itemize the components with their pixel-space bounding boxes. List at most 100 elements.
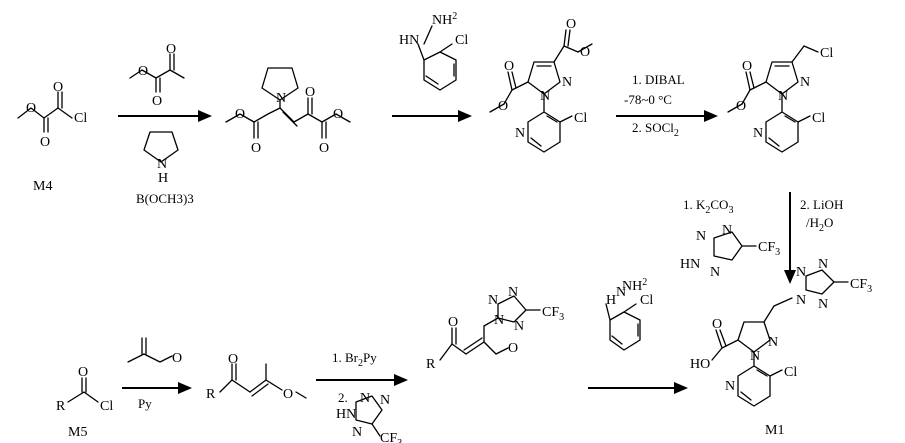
atom-n: N xyxy=(515,126,525,141)
compound-m4: O O O Cl xyxy=(17,80,87,150)
atom-n: N xyxy=(562,75,572,90)
atom-cl: Cl xyxy=(574,111,587,126)
reagent-methoxypropene: O xyxy=(127,337,182,366)
reagent-pyrrolidine: N H xyxy=(143,131,179,186)
atom-n: N xyxy=(380,393,390,408)
atom-r: R xyxy=(426,357,436,372)
atom-n: N xyxy=(710,265,720,280)
compound-enone: R O O xyxy=(206,352,307,402)
atom-o: O xyxy=(566,17,576,32)
compound-m5: R O Cl xyxy=(56,365,113,414)
atom-o: O xyxy=(228,352,238,367)
atom-n: N xyxy=(796,293,806,308)
compound-enamine-diester: N O O O O O xyxy=(225,67,351,156)
atom-o: O xyxy=(235,107,245,122)
atom-n: N xyxy=(722,223,732,238)
atom-n: N xyxy=(778,89,788,104)
atom-n: N xyxy=(796,265,806,280)
reagent-chlorophenylhydrazine: H N NH2 Cl xyxy=(605,277,653,351)
atom-cl: Cl xyxy=(784,365,797,380)
atom-hn: HN xyxy=(336,407,356,422)
atom-h: H xyxy=(606,293,616,308)
reagent-socl2: 2. SOCl2 xyxy=(632,120,679,139)
atom-cl: Cl xyxy=(812,111,825,126)
reagent-water: /H2O xyxy=(806,215,833,234)
atom-o: O xyxy=(742,59,752,74)
atom-r: R xyxy=(56,399,66,414)
atom-n: N xyxy=(352,425,362,440)
compound-pyrazole-diester: N N O O O O N Cl xyxy=(489,17,593,153)
atom-h: H xyxy=(158,171,168,186)
reagent-dibal: 1. DIBAL xyxy=(632,72,685,87)
reagent-borate: B(OCH3)3 xyxy=(136,191,194,206)
atom-n: N xyxy=(508,285,518,300)
atom-n: N xyxy=(540,89,550,104)
reagent-chlorophenylhydrazine: HN NH2 Cl xyxy=(399,11,468,91)
compound-m1: N N N N N N CF3 O HO N Cl xyxy=(690,257,872,407)
atom-nh2: NH2 xyxy=(432,11,457,28)
atom-o: O xyxy=(78,365,88,380)
atom-o: O xyxy=(319,141,329,156)
atom-o: O xyxy=(283,387,293,402)
atom-o: O xyxy=(333,107,343,122)
atom-cf3: CF3 xyxy=(380,431,402,443)
reagent-br2py: 1. Br2Py xyxy=(332,350,377,369)
atom-n: N xyxy=(696,229,706,244)
atom-n: N xyxy=(514,319,524,334)
reagent-methyl-pyruvate: O O O xyxy=(129,42,185,109)
atom-cl: Cl xyxy=(640,293,653,308)
atom-hn: HN xyxy=(399,33,419,48)
atom-o: O xyxy=(712,317,722,332)
atom-n: N xyxy=(768,335,778,350)
atom-o: O xyxy=(166,42,176,57)
atom-n: N xyxy=(360,391,370,406)
atom-n: N xyxy=(750,349,760,364)
atom-hn: HN xyxy=(680,257,700,272)
reagent-temperature: -78~0 °C xyxy=(624,92,672,107)
atom-cl: Cl xyxy=(820,46,833,61)
atom-o: O xyxy=(305,85,315,100)
atom-o: O xyxy=(152,94,162,109)
atom-n: N xyxy=(753,126,763,141)
reagent-lioh: 2. LiOH xyxy=(800,197,843,212)
atom-n: N xyxy=(818,257,828,272)
atom-cl: Cl xyxy=(100,399,113,414)
atom-n: N xyxy=(157,157,167,172)
reagent-step2: 2. xyxy=(338,390,348,405)
compound-label-m5: M5 xyxy=(68,425,87,440)
atom-n: N xyxy=(276,91,286,106)
atom-n: N xyxy=(800,75,810,90)
atom-o: O xyxy=(138,64,148,79)
atom-r: R xyxy=(206,387,216,402)
atom-n: N xyxy=(818,297,828,312)
reagent-cf3-tetrazole: N N HN N CF3 xyxy=(336,391,402,443)
atom-cf3: CF3 xyxy=(542,305,564,323)
atom-o: O xyxy=(448,315,458,330)
atom-o: O xyxy=(498,99,508,114)
atom-cl: Cl xyxy=(455,33,468,48)
atom-cl: Cl xyxy=(74,111,87,126)
atom-n: N xyxy=(494,313,504,328)
atom-o: O xyxy=(53,80,63,95)
atom-n: N xyxy=(616,285,626,300)
compound-label-m1: M1 xyxy=(765,423,784,438)
atom-o: O xyxy=(26,101,36,116)
atom-o: O xyxy=(736,99,746,114)
atom-ho: HO xyxy=(690,357,710,372)
compound-label-m4: M4 xyxy=(33,179,52,194)
reagent-pyridine: Py xyxy=(138,396,152,411)
atom-o: O xyxy=(251,141,261,156)
atom-o: O xyxy=(580,45,590,60)
atom-o: O xyxy=(40,135,50,150)
atom-n: N xyxy=(725,379,735,394)
atom-cf3: CF3 xyxy=(758,240,780,258)
compound-tetrazolyl-enone: N N N N CF3 O O R xyxy=(426,285,564,372)
atom-cf3: CF3 xyxy=(850,277,872,295)
atom-o: O xyxy=(504,59,514,74)
reagent-k2co3: 1. K2CO3 xyxy=(683,197,733,216)
reagent-cf3-tetrazole: N N HN N CF3 xyxy=(680,223,780,280)
atom-n: N xyxy=(488,293,498,308)
compound-chloromethyl-pyrazole: Cl N N O O N Cl xyxy=(727,45,833,153)
atom-o: O xyxy=(508,341,518,356)
